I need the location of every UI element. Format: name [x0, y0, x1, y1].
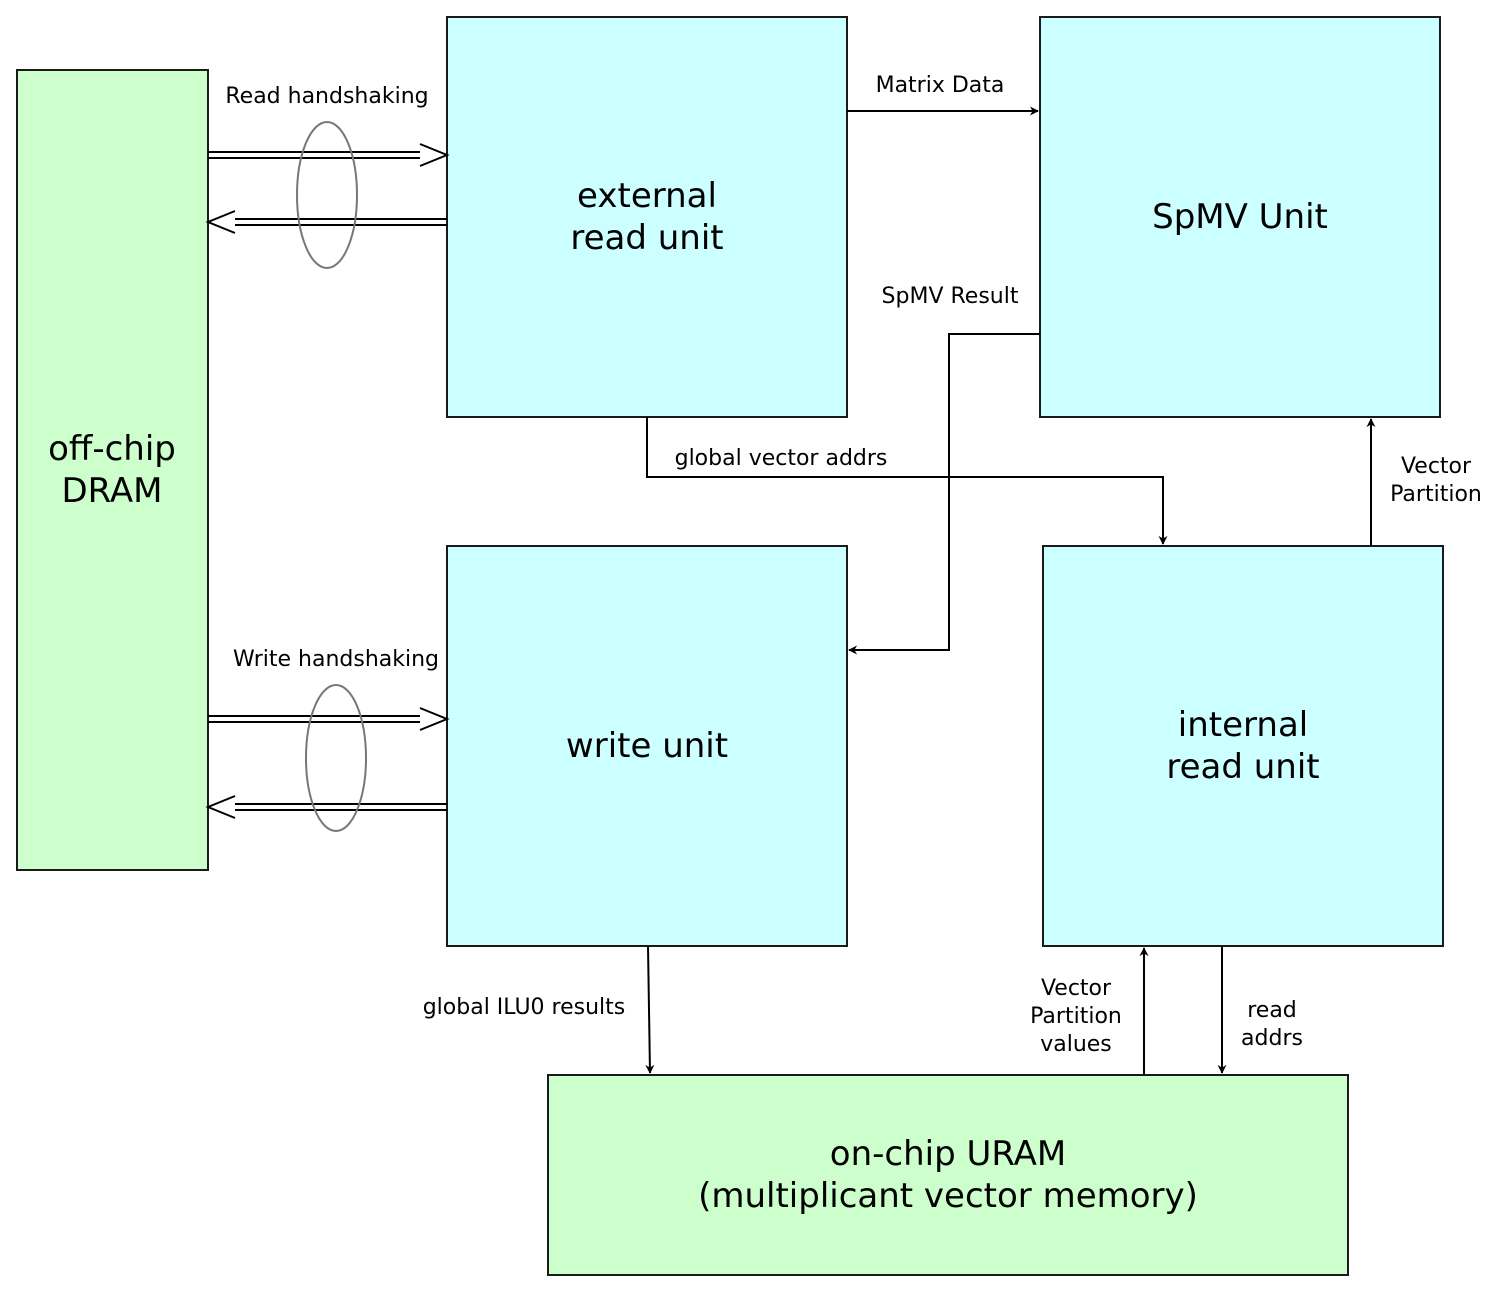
read-handshaking-label: Read handshaking	[225, 84, 428, 109]
read-addrs-label: read addrs	[1241, 998, 1303, 1051]
dram-label-line: off-chip	[48, 429, 176, 469]
spmv-unit-block	[1039, 16, 1441, 418]
write-unit-label: write unit	[566, 726, 728, 766]
read-handshaking-bundle	[205, 121, 450, 269]
dram-label-line: DRAM	[61, 471, 162, 511]
write-handshaking-bundle	[205, 684, 450, 832]
write-unit-block	[446, 545, 848, 947]
on-chip-uram-label: on-chip URAM(multiplicant vector memory)	[698, 1134, 1198, 1216]
external-read-unit-label-line: read unit	[570, 218, 723, 258]
spmv-unit-label: SpMV Unit	[1152, 197, 1328, 237]
on-chip-uram-block	[547, 1074, 1349, 1276]
matrix-data-label-line: Matrix Data	[876, 73, 1005, 98]
write-unit-label-line: write unit	[566, 726, 728, 766]
hollow-arrowhead-left	[205, 210, 236, 234]
bundle-ellipse	[296, 121, 358, 269]
spmv-result-arrow	[848, 333, 1040, 655]
read-addrs-label-line: read	[1247, 998, 1297, 1023]
write-handshaking-label-line: Write handshaking	[233, 647, 439, 672]
global-vector-addrs-label-line: global vector addrs	[675, 446, 888, 471]
vector-partition-values-label-line: values	[1040, 1032, 1112, 1057]
off-chip-dram-block	[16, 69, 209, 871]
internal-read-unit-label-line: read unit	[1166, 747, 1319, 787]
spmv-result-label: SpMV Result	[882, 284, 1019, 309]
bundle-ellipse	[305, 684, 367, 832]
global-ilu0-results-arrow	[645, 945, 655, 1074]
matrix-data-label: Matrix Data	[876, 73, 1005, 98]
vector-partition-values-label-line: Vector	[1041, 976, 1112, 1001]
hollow-arrowhead-left	[205, 795, 236, 819]
read-handshaking-label-line: Read handshaking	[225, 84, 428, 109]
global-ilu0-results-label-line: global ILU0 results	[423, 995, 626, 1020]
read-addrs-label-line: addrs	[1241, 1026, 1303, 1051]
spmv-unit-label-line: SpMV Unit	[1152, 197, 1328, 237]
write-handshaking-label: Write handshaking	[233, 647, 439, 672]
global-ilu0-results-label: global ILU0 results	[423, 995, 626, 1020]
vector-partition-label-line: Partition	[1390, 482, 1482, 507]
vector-partition-values-label-line: Partition	[1030, 1004, 1122, 1029]
global-vector-addrs-label: global vector addrs	[675, 446, 888, 471]
internal-read-unit-label-line: internal	[1178, 705, 1308, 745]
on-chip-uram-label-line: (multiplicant vector memory)	[698, 1176, 1198, 1216]
on-chip-uram-label-line: on-chip URAM	[830, 1134, 1066, 1174]
hollow-arrowhead-right	[419, 143, 450, 167]
external-read-unit-label-line: external	[577, 176, 717, 216]
external-read-unit-block	[446, 16, 848, 418]
global-vector-addrs-arrow	[646, 417, 1168, 545]
hollow-arrowhead-right	[419, 707, 450, 731]
internal-read-unit-block	[1042, 545, 1444, 947]
vector-partition-label-line: Vector	[1401, 454, 1472, 479]
spmv-result-label-line: SpMV Result	[882, 284, 1019, 309]
